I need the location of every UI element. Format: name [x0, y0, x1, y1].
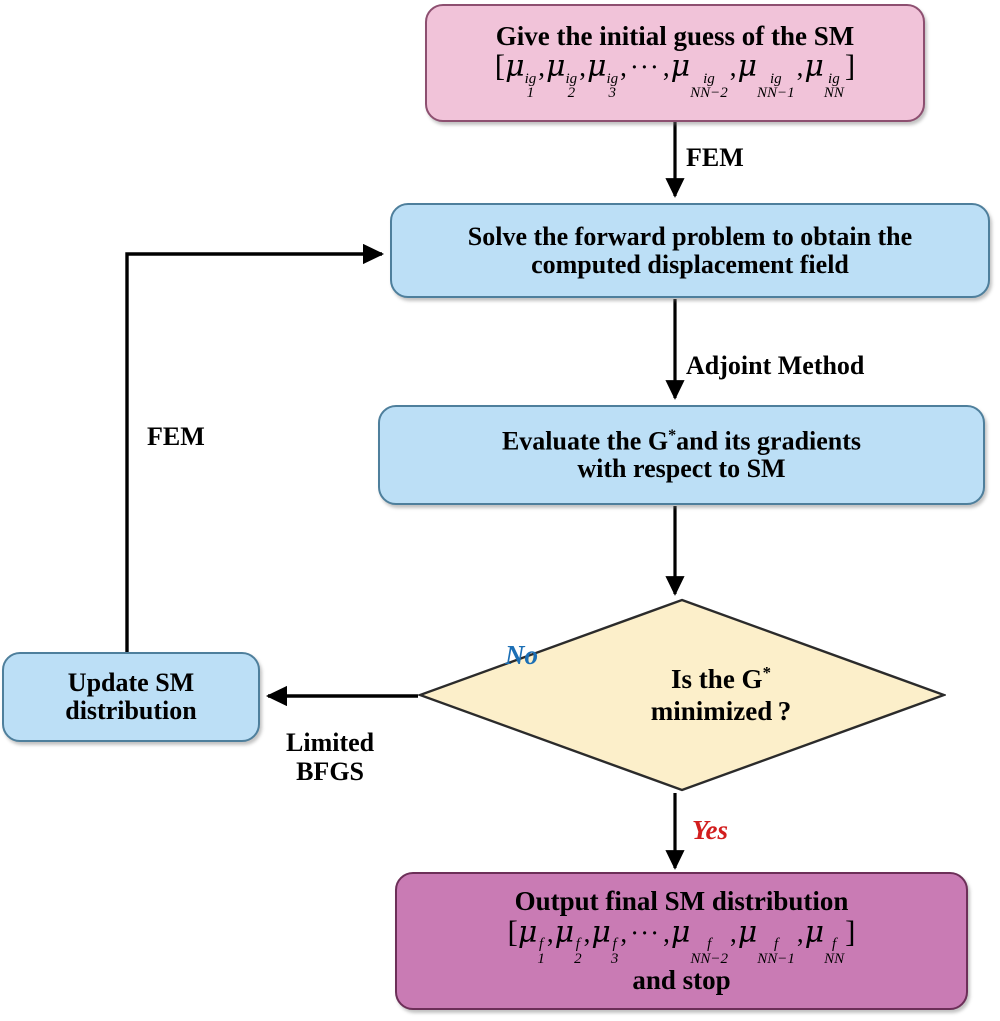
comma: , — [729, 52, 737, 83]
mu-symbol: μ — [804, 915, 825, 951]
edge-label-limited-bfgs: Limited BFGS — [286, 728, 375, 786]
node-forward-problem-line1: Solve the forward problem to obtain the — [467, 221, 913, 251]
edge-label-no: No — [505, 640, 538, 670]
node-decision-line1-text: Is the G — [671, 663, 763, 694]
vector-close-bracket: ] — [844, 48, 856, 84]
comma: , — [620, 918, 628, 949]
node-update-sm-distribution[interactable]: Update SM distribution — [2, 652, 260, 742]
mu-symbol: μ — [670, 915, 691, 951]
edge-label-limited-bfgs-line1: Limited — [286, 728, 375, 757]
comma: , — [583, 918, 591, 949]
edge-label-limited-bfgs-line2: BFGS — [296, 756, 365, 786]
node-decision-label: Is the G* minimized ? — [418, 598, 946, 792]
comma: , — [663, 918, 670, 949]
node-output-final-line1: Output final SM distribution — [514, 886, 849, 917]
node-evaluate-g-line2: with respect to SM — [577, 454, 786, 484]
node-evaluate-g-line1-post: and its gradients — [676, 426, 862, 456]
mu-symbol: μ — [505, 49, 525, 85]
mu-symbol: μ — [737, 915, 758, 951]
edge-label-adjoint-method: Adjoint Method — [686, 351, 865, 380]
edge-label-fem-left: FEM — [147, 422, 205, 451]
mu-symbol: μ — [737, 49, 757, 85]
comma: , — [538, 52, 546, 83]
node-initial-guess-line1: Give the initial guess of the SM — [495, 20, 855, 51]
node-output-final-line3: and stop — [632, 964, 731, 995]
edge-update-to-forward-feedback — [125, 243, 385, 652]
comma: , — [546, 918, 554, 949]
vector-open-bracket: [ — [494, 48, 506, 84]
mu-symbol: μ — [517, 915, 538, 951]
decision-diamond-shape — [416, 598, 948, 792]
vector-close-bracket: ] — [845, 914, 856, 950]
comma: , — [796, 918, 804, 949]
node-evaluate-g-line1-pre: Evaluate the G — [501, 426, 669, 456]
mu-symbol: μ — [670, 49, 691, 85]
comma: , — [729, 918, 737, 949]
node-decision-is-g-minimized[interactable]: Is the G* minimized ? — [416, 598, 948, 792]
node-evaluate-objective[interactable]: Evaluate the G*and its gradients with re… — [378, 405, 985, 505]
vector-open-bracket: [ — [507, 914, 518, 950]
mu-symbol: μ — [554, 915, 575, 951]
node-forward-problem-line2: computed displacement field — [531, 249, 849, 279]
node-decision-line1: Is the G* — [671, 663, 771, 696]
mu-symbol: μ — [591, 915, 611, 951]
comma: , — [796, 52, 804, 83]
node-decision-line2: minimized ? — [650, 695, 792, 726]
comma: , — [579, 52, 586, 83]
g-star-superscript: * — [668, 427, 677, 445]
edge-label-fem-top: FEM — [686, 143, 744, 172]
node-update-sm-line1: Update SM — [67, 668, 195, 698]
comma: , — [662, 52, 670, 83]
node-solve-forward-problem[interactable]: Solve the forward problem to obtain the … — [390, 203, 990, 298]
mu-symbol: μ — [546, 49, 566, 85]
edge-label-yes: Yes — [692, 815, 728, 845]
comma: , — [620, 52, 627, 83]
node-update-sm-line2: distribution — [65, 696, 197, 725]
mu-symbol: μ — [804, 49, 824, 85]
node-evaluate-g-line1: Evaluate the G*and its gradients — [502, 427, 861, 455]
vector-ellipsis: ··· — [630, 918, 661, 949]
vector-ellipsis: ··· — [629, 52, 660, 83]
g-star-superscript: * — [762, 662, 771, 682]
mu-symbol: μ — [586, 49, 607, 85]
